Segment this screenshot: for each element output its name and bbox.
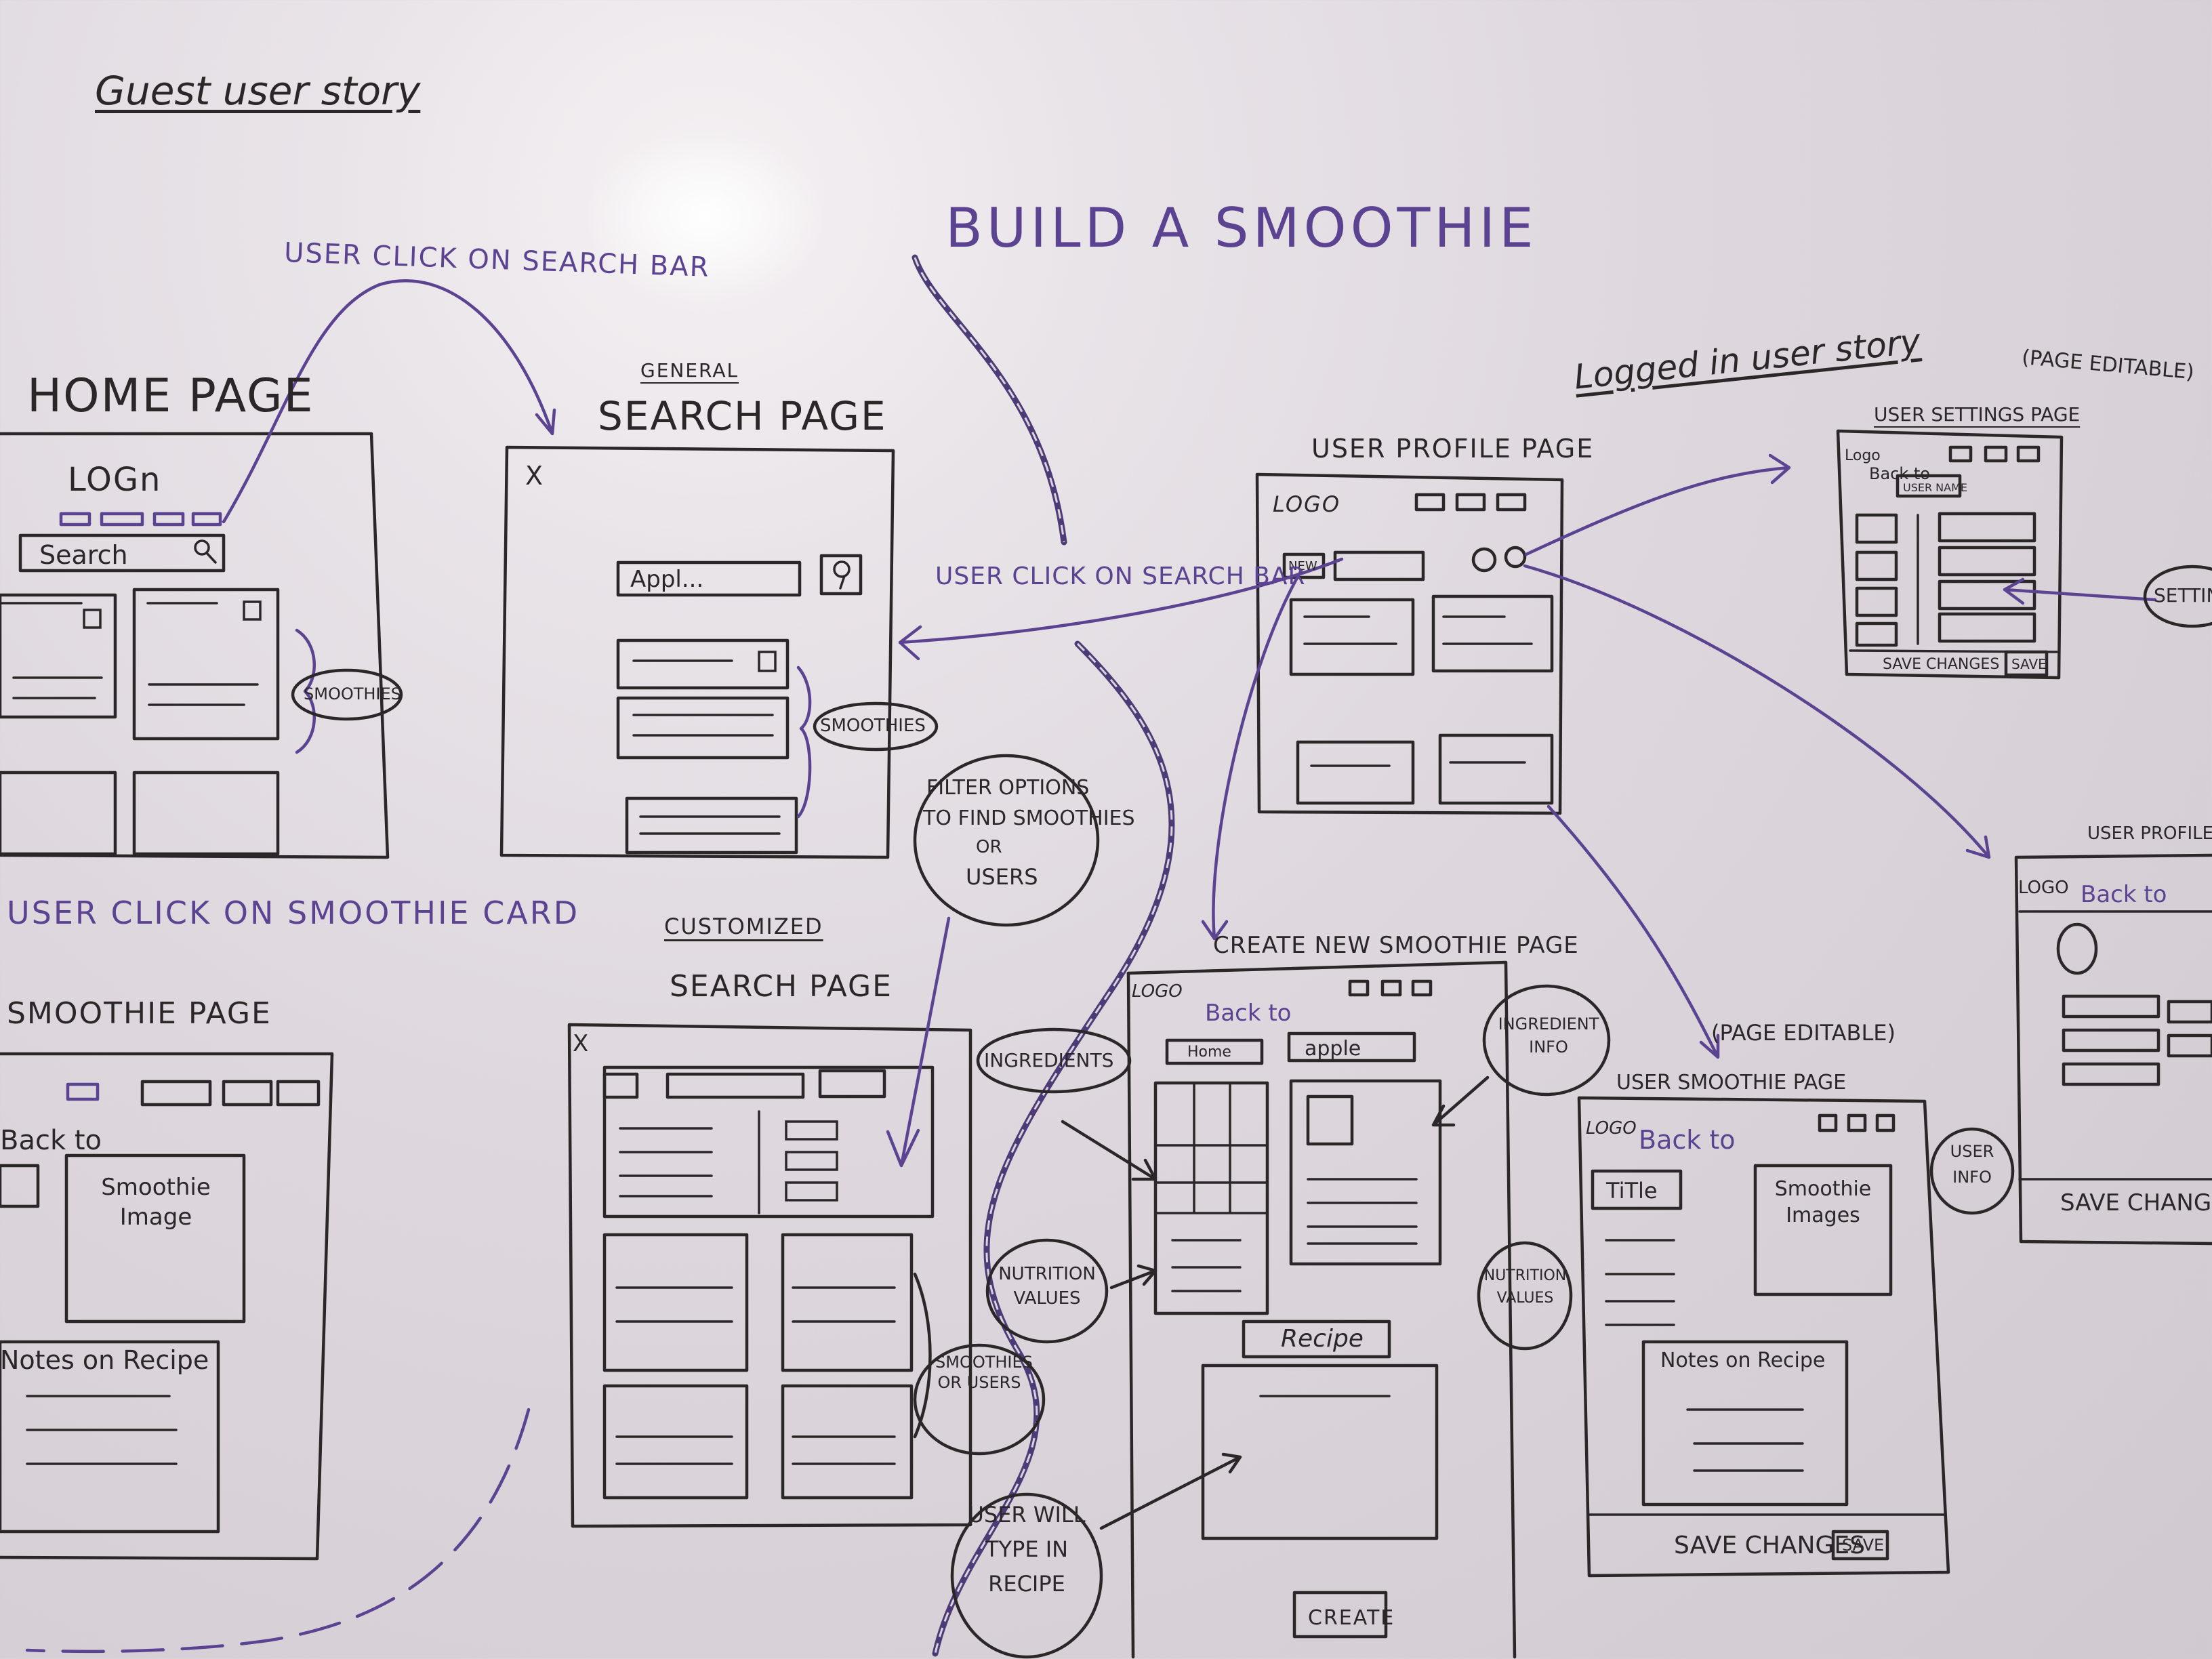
smoothie-title: SMOOTHIE PAGE [7,996,272,1031]
arrow-profile-to-user-profile [1523,564,1991,859]
home-smoothies-bubble: SMOOTHIES [304,684,401,703]
user-smoothie-save-changes: SAVE CHANGES [1674,1532,1865,1559]
create-button: CREATE [1308,1606,1395,1630]
custom-search-wireframe [567,754,1100,1528]
create-logo: LOGO [1132,981,1183,1002]
smoothie-image-label: Smoothie Image [101,1174,211,1231]
user-smoothie-wireframe [1477,1096,1950,1578]
arrow-profile-to-create [1201,569,1303,941]
general-search-close-icon: X [525,461,545,491]
build-heading: BUILD A SMOOTHIE [945,197,1538,260]
smoothie-notes-label: Notes on Recipe [0,1345,209,1375]
create-home-button: Home [1187,1044,1231,1061]
user-smoothie-logo: LOGO [1586,1118,1637,1139]
create-recipe-label: Recipe [1281,1325,1364,1353]
create-search-input: apple [1305,1037,1361,1061]
create-wireframe [950,960,1611,1659]
user-profile-edit-logo: LOGO [2018,878,2069,898]
profile-wireframe [1255,472,1564,815]
profile-new-button: NEW [1288,559,1317,573]
user-profile-edit-wireframe [1929,853,2212,1246]
custom-search-title: SEARCH PAGE [670,969,893,1004]
user-smoothie-notes-label: Notes on Recipe [1660,1349,1826,1372]
arrow-home-to-search [222,279,556,524]
user-smoothie-editable-note: (PAGE EDITABLE) [1711,1020,1896,1046]
filter-line4: USERS [966,864,1038,890]
settings-save-button: SAVE [2011,656,2047,672]
arrow-profile-to-general-search [898,557,1344,661]
smoothie-wireframe [0,1052,334,1561]
user-smoothie-back-link: Back to [1639,1125,1736,1155]
filter-line3: OR [976,837,1002,857]
whiteboard-glare [583,129,827,305]
create-back-link: Back to [1205,1000,1292,1027]
settings-wireframe [1836,429,2212,680]
profile-title: USER PROFILE PAGE [1311,434,1595,464]
guest-story-heading: Guest user story [95,68,421,114]
user-profile-edit-title: USER PROFILE [2087,823,2212,844]
arrow-label-search-mid: USER CLICK ON SEARCH BAR [935,562,1306,590]
user-profile-edit-back-link: Back to [2081,881,2167,908]
user-smoothie-image-label: Smoothie Images [1774,1177,1872,1227]
home-login-label: LOGn [68,461,162,499]
custom-search-pre: CUSTOMIZED [664,914,823,939]
arrow-profile-to-user-smoothie [1547,804,1720,1059]
user-smoothie-title-field: TiTle [1606,1178,1658,1204]
create-title: CREATE NEW SMOOTHIE PAGE [1213,932,1579,959]
home-wireframe [0,432,403,859]
general-search-input: Appl... [630,566,704,593]
settings-logo: Logo [1845,447,1881,464]
arrow-profile-to-settings [1524,453,1791,556]
user-type-bubble: USER WILL TYPE IN RECIPE [968,1502,1086,1597]
settings-bubble: SETTINGS [2154,584,2212,607]
general-search-wireframe [499,445,939,859]
user-smoothie-nutrition-bubble: NUTRITION VALUES [1483,1267,1567,1307]
home-search-input: Search [39,540,128,570]
user-smoothie-title: USER SMOOTHIE PAGE [1616,1071,1847,1094]
settings-title: USER SETTINGS PAGE [1874,403,2081,426]
divider-river-line [912,254,1067,546]
filter-line2: TO FIND SMOOTHIES [923,806,1135,830]
general-search-smoothies: SMOOTHIES [820,716,926,736]
arrow-label-smoothie-card: USER CLICK ON SMOOTHIE CARD [7,895,580,931]
custom-search-results: SMOOTHIES OR USERS [935,1353,1033,1392]
ingredient-info-bubble: INGREDIENT INFO [1498,1015,1599,1057]
smoothie-back-link: Back to [0,1125,102,1156]
settings-back-link: Back to [1869,464,1930,483]
create-nutrition-bubble: NUTRITION VALUES [998,1264,1096,1309]
filter-line1: FILTER OPTIONS [926,776,1090,800]
user-smoothie-save-button: SAVE [1842,1536,1885,1555]
profile-logo: LOGO [1273,491,1341,517]
general-search-pre: GENERAL [640,359,739,382]
ingredients-bubble: INGREDIENTS [984,1049,1114,1071]
user-info-bubble: USER INFO [1950,1142,1994,1187]
general-search-title: SEARCH PAGE [598,393,887,439]
settings-save-changes: SAVE CHANGES [1883,656,2000,673]
home-title: HOME PAGE [27,369,314,423]
user-profile-edit-save-changes: SAVE CHANGES [2060,1189,2212,1216]
arrow-smoothie-card [25,1408,531,1654]
settings-username: USER NAME [1903,481,1968,494]
custom-search-close-icon: X [573,1030,590,1057]
